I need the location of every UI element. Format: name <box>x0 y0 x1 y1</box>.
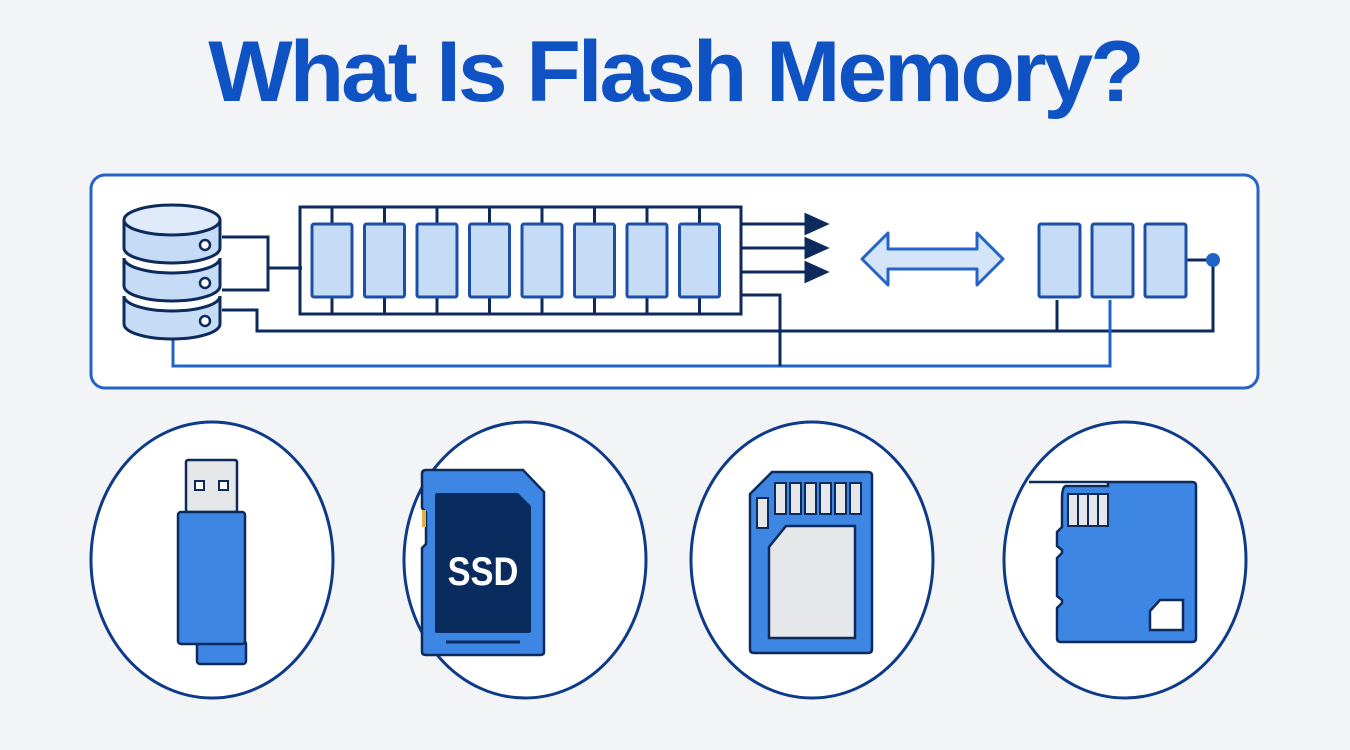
sd-contact-pin <box>819 482 832 515</box>
circuit-wires <box>171 235 1215 368</box>
memory-cell <box>415 222 459 299</box>
sd-contact-pin <box>789 482 802 515</box>
bidirectional-arrow-icon <box>860 231 1005 287</box>
sd-card-contacts-icon <box>748 470 874 655</box>
arrow-head-icon <box>804 212 830 236</box>
database-icon <box>122 203 222 341</box>
memory-cell <box>625 222 669 299</box>
memory-cell <box>310 222 354 299</box>
memory-cell <box>678 222 721 299</box>
buffer-cells <box>1037 222 1188 299</box>
sd-contact-pin <box>774 482 787 515</box>
arrow-head-icon <box>804 236 830 260</box>
microsd-card-icon <box>1029 480 1198 644</box>
sd-contact-pin <box>849 482 862 515</box>
memory-cell <box>468 222 511 299</box>
sd-contact-pin <box>834 482 847 515</box>
memory-cell-array <box>298 205 743 316</box>
sd-contact-pin <box>804 482 817 515</box>
output-arrows <box>741 212 830 284</box>
memory-cell <box>573 222 616 299</box>
sd-card-icon: SSD <box>420 468 546 657</box>
arrow-head-icon <box>804 260 830 284</box>
usb-drive-icon <box>176 458 248 666</box>
page-title: What Is Flash Memory? <box>208 24 1145 120</box>
memory-cell <box>520 222 564 299</box>
terminal-node-icon <box>1206 253 1220 267</box>
sd-card-label: SSD <box>448 549 519 594</box>
memory-cell <box>363 222 406 299</box>
